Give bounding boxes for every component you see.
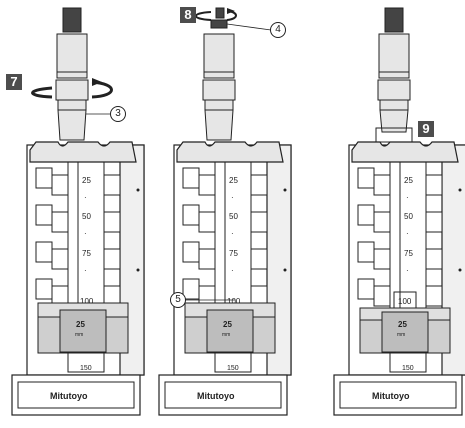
scale-label: 25 (229, 176, 238, 185)
scale-label: · (406, 266, 409, 275)
brand-plate (339, 381, 457, 409)
scale-label: · (84, 229, 87, 238)
micrometer-head (377, 7, 411, 133)
gauge-block: 25 mm (359, 307, 451, 354)
left-steps (357, 167, 391, 307)
scale-label: 25 (82, 176, 91, 185)
clamp-head (176, 141, 284, 163)
callout-5: 5 (170, 292, 186, 308)
brand-label: Mitutoyo (372, 391, 410, 401)
scale-label: 50 (229, 212, 238, 221)
clamp-head (29, 141, 137, 163)
step-badge-9: 9 (418, 121, 434, 137)
gauge-block: 25 mm (184, 302, 276, 354)
panel-2: 25 · 50 · 75 · 100 25 mm 150 Mitutoyo (158, 7, 292, 416)
scale-label: 75 (229, 249, 238, 258)
right-steps (425, 174, 443, 307)
gauge-block-label: 25 (398, 320, 407, 329)
bottom-scale-label: 150 (227, 365, 239, 372)
scale-label: 75 (404, 249, 413, 258)
stand-screw (136, 268, 140, 272)
scale-label: 100 (80, 297, 94, 306)
step-badge-7: 7 (6, 74, 22, 90)
stand-screw (136, 188, 140, 192)
stand-screw (458, 268, 462, 272)
stand-screw (283, 268, 287, 272)
scale-label: 75 (82, 249, 91, 258)
gauge-block: 25 mm (37, 302, 129, 354)
scale-label: · (231, 229, 234, 238)
scale-label: · (231, 193, 234, 202)
arrow-head-icon (227, 8, 235, 14)
micrometer-head (55, 7, 89, 141)
scale-label: · (406, 193, 409, 202)
scale-label: 25 (404, 176, 413, 185)
scale-label: 100 (398, 297, 412, 306)
gauge-block-label: 25 (76, 320, 85, 329)
scale-label: · (406, 229, 409, 238)
callout-3: 3 (110, 106, 126, 122)
arrow-head-icon (92, 78, 102, 86)
scale-label: · (84, 266, 87, 275)
brand-plate (164, 381, 282, 409)
gauge-block-unit: mm (222, 332, 230, 338)
brand-label: Mitutoyo (50, 391, 88, 401)
clamp-head (351, 141, 459, 163)
scale-label: 100 (227, 297, 241, 306)
stand-screw (458, 188, 462, 192)
panel-1: 25 · 50 · 75 · 100 25 mm 150 Mitutoyo (11, 7, 145, 416)
stand-screw (283, 188, 287, 192)
step-badge-8: 8 (180, 7, 196, 23)
brand-plate (17, 381, 135, 409)
gauge-block-label: 25 (223, 320, 232, 329)
scale-label: 50 (82, 212, 91, 221)
panel-3: 25 · 50 · 75 · 100 25 mm 150 Mitutoyo (333, 7, 465, 416)
bottom-scale-label: 150 (402, 365, 414, 372)
callout-4: 4 (270, 22, 286, 38)
scale-label: · (231, 266, 234, 275)
gauge-block-unit: mm (75, 332, 83, 338)
callout-leader (226, 23, 272, 31)
bottom-scale-label: 150 (80, 365, 92, 372)
right-steps (103, 174, 121, 307)
scale-label: 50 (404, 212, 413, 221)
micrometer-head (202, 7, 236, 141)
scale-label: · (84, 193, 87, 202)
gauge-block-unit: mm (397, 332, 405, 338)
left-steps (182, 167, 216, 307)
highlight-box (375, 127, 413, 143)
brand-label: Mitutoyo (197, 391, 235, 401)
